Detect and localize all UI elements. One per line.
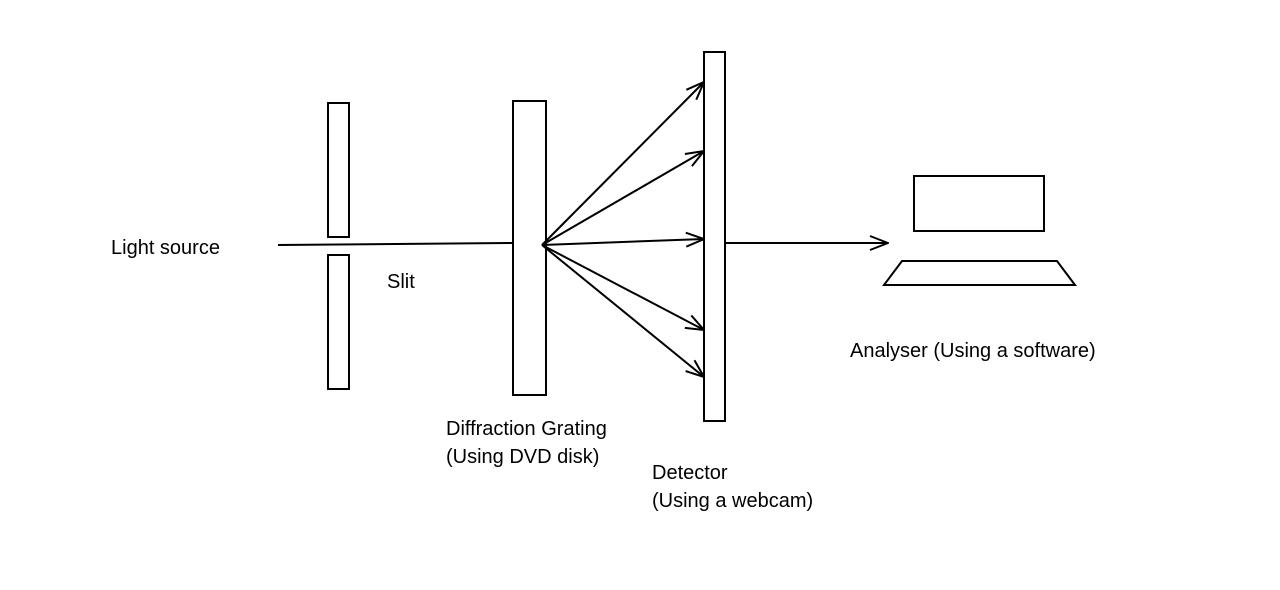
diffracted-ray (541, 244, 704, 377)
diffraction-grating-label: Diffraction Grating (Using DVD disk) (446, 415, 607, 471)
detector (703, 51, 726, 422)
diffracted-ray (541, 151, 704, 246)
computer-keyboard-icon (882, 260, 1077, 286)
computer-screen-icon (913, 175, 1045, 232)
detector-title: Detector (652, 462, 728, 484)
slit-label: Slit (387, 271, 415, 293)
incident-beam (277, 242, 514, 246)
diffracted-ray (541, 244, 704, 330)
diffracted-ray (541, 82, 704, 246)
detector-label: Detector (Using a webcam) (652, 459, 813, 515)
slit-upper-plate (327, 102, 350, 238)
detector-subtitle: (Using a webcam) (652, 490, 814, 512)
diffraction-grating-subtitle: (Using DVD disk) (446, 446, 600, 468)
diffraction-grating (512, 100, 547, 396)
light-source-label: Light source (111, 237, 220, 259)
diffracted-ray (541, 239, 704, 245)
slit-lower-plate (327, 254, 350, 390)
diffraction-grating-title: Diffraction Grating (446, 418, 607, 440)
analyser-label: Analyser (Using a software) (850, 340, 1096, 362)
